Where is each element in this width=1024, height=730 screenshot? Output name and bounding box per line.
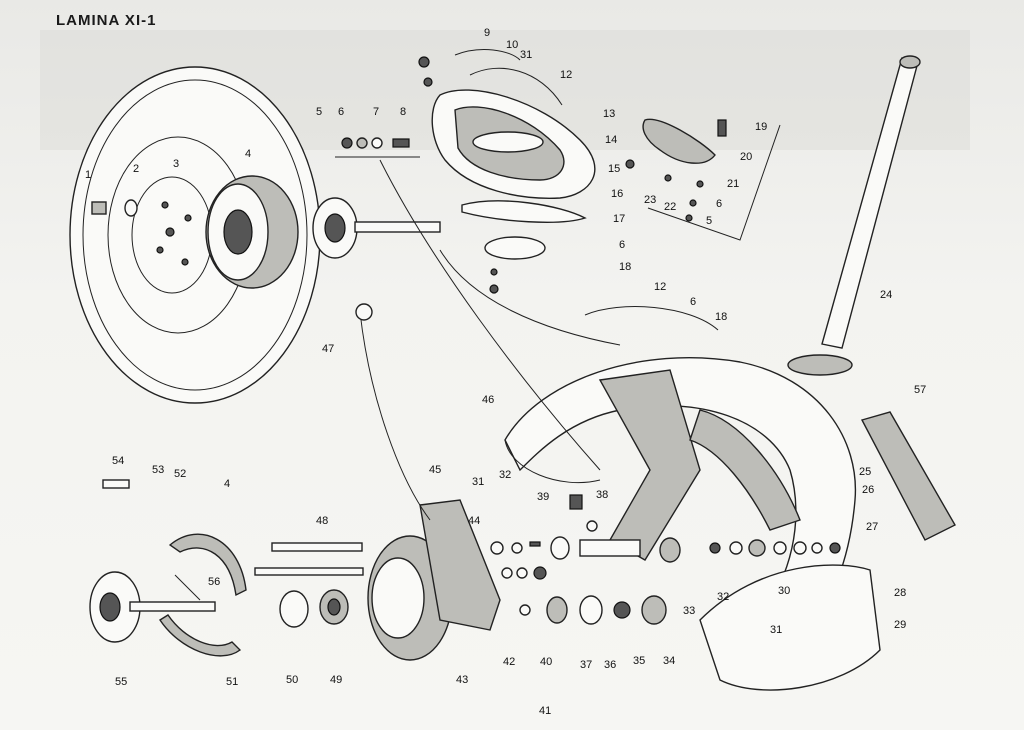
callout-number: 57 [914, 384, 926, 396]
callout-number: 39 [537, 491, 549, 503]
callout-number: 12 [560, 69, 572, 81]
callout-number: 54 [112, 455, 124, 467]
steering-column-24 [787, 55, 921, 376]
callout-number: 4 [245, 148, 251, 160]
callout-number: 52 [174, 468, 186, 480]
callout-number: 6 [619, 239, 625, 251]
callout-number: 20 [740, 151, 752, 163]
seal-50 [279, 590, 309, 628]
callout-number: 23 [644, 194, 656, 206]
callout-number: 3 [173, 158, 179, 170]
brake-drum-4 [205, 175, 299, 289]
callout-number: 5 [316, 106, 322, 118]
hub-flange-55 [89, 479, 216, 643]
hub-axle [312, 197, 441, 259]
callout-number: 19 [755, 121, 767, 133]
callout-number: 10 [506, 39, 518, 51]
bracket-19-23 [625, 118, 781, 241]
callout-number: 32 [499, 469, 511, 481]
callout-number: 38 [596, 489, 608, 501]
callout-number: 42 [503, 656, 515, 668]
callout-number: 40 [540, 656, 552, 668]
callout-number: 6 [716, 198, 722, 210]
callout-number: 12 [654, 281, 666, 293]
small-hardware-5-8 [335, 137, 420, 158]
callout-number: 2 [133, 163, 139, 175]
callout-number: 45 [429, 464, 441, 476]
callout-number: 6 [338, 106, 344, 118]
callout-number: 7 [373, 106, 379, 118]
brake-shoes-52 [159, 533, 247, 657]
callout-number: 47 [322, 343, 334, 355]
callout-number: 44 [468, 515, 480, 527]
sheet-title: LAMINA XI-1 [56, 12, 157, 29]
wheel-disc [69, 66, 321, 404]
callout-number: 31 [472, 476, 484, 488]
brake-cam-48 [254, 542, 364, 576]
callout-number: 21 [727, 178, 739, 190]
callout-number: 48 [316, 515, 328, 527]
fork-leg [598, 369, 801, 561]
callout-number: 33 [683, 605, 695, 617]
rubber-pad-57 [860, 411, 956, 541]
callout-number: 18 [715, 311, 727, 323]
callout-number: 50 [286, 674, 298, 686]
washer-2 [124, 199, 138, 217]
callout-number: 55 [115, 676, 127, 688]
callout-number: 34 [663, 655, 675, 667]
bearing-49 [319, 589, 349, 625]
grommet-47 [355, 303, 373, 321]
callout-number: 26 [862, 484, 874, 496]
callout-number: 36 [604, 659, 616, 671]
callout-number: 43 [456, 674, 468, 686]
callout-number: 25 [859, 466, 871, 478]
leader-headlamp [439, 249, 621, 346]
callout-number: 28 [894, 587, 906, 599]
gasket-16-17 [461, 200, 587, 294]
callout-number: 27 [866, 521, 878, 533]
callout-number: 24 [880, 289, 892, 301]
brake-backplate-45 [367, 499, 501, 661]
callout-number: 41 [539, 705, 551, 717]
wheel-bolt-1 [91, 201, 107, 215]
callout-number: 1 [85, 169, 91, 181]
callout-number: 14 [605, 134, 617, 146]
callout-number: 16 [611, 188, 623, 200]
callout-number: 30 [778, 585, 790, 597]
callout-number: 32 [717, 591, 729, 603]
callout-number: 5 [706, 215, 712, 227]
callout-number: 17 [613, 213, 625, 225]
callout-number: 37 [580, 659, 592, 671]
bearing-row [490, 536, 841, 563]
callout-number: 53 [152, 464, 164, 476]
callout-number: 8 [400, 106, 406, 118]
callout-number: 56 [208, 576, 220, 588]
callout-number: 13 [603, 108, 615, 120]
callout-number: 29 [894, 619, 906, 631]
callout-number: 15 [608, 163, 620, 175]
lens-trim-9-12 [418, 49, 563, 106]
callout-number: 31 [770, 624, 782, 636]
callout-number: 6 [690, 296, 696, 308]
callout-number: 9 [484, 27, 490, 39]
trim-strip-12 [584, 306, 719, 331]
callout-number: 46 [482, 394, 494, 406]
callout-number: 4 [224, 478, 230, 490]
mudguard-tail-28 [699, 564, 881, 691]
callout-number: 22 [664, 201, 676, 213]
callout-number: 35 [633, 655, 645, 667]
lower-bearings [501, 494, 667, 625]
leader-hardware [379, 159, 601, 471]
callout-number: 31 [520, 49, 532, 61]
callout-number: 51 [226, 676, 238, 688]
headlamp-housing-13 [431, 89, 596, 199]
callout-number: 18 [619, 261, 631, 273]
leader-47 [359, 311, 431, 521]
callout-number: 49 [330, 674, 342, 686]
